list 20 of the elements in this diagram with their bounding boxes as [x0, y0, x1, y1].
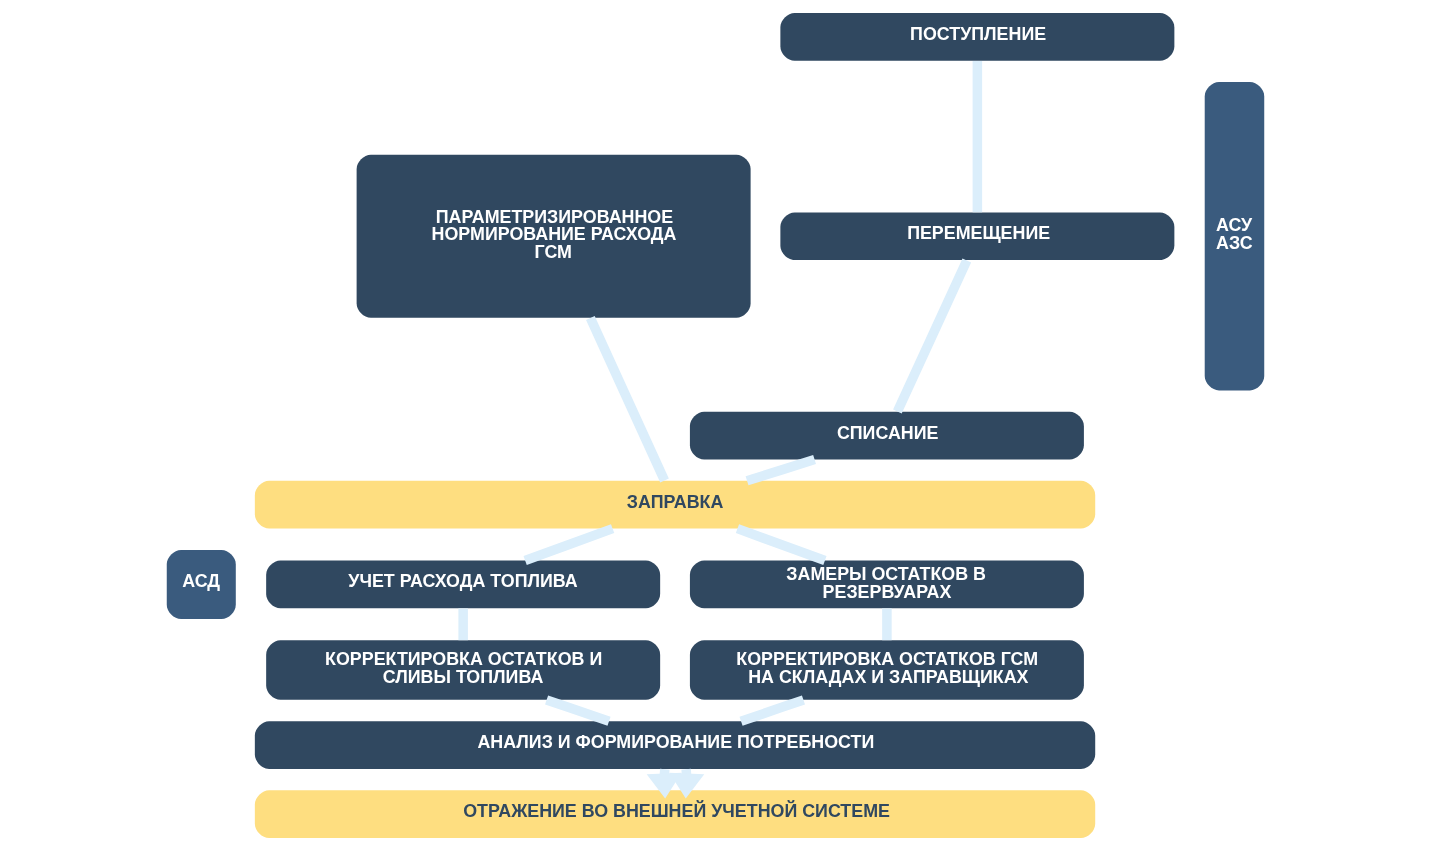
connector — [739, 695, 805, 726]
connector — [892, 258, 971, 414]
node-box: ЗАМЕРЫ ОСТАТКОВ В РЕЗЕРВУАРАХ — [689, 560, 1084, 609]
connector — [585, 316, 669, 483]
connector — [544, 695, 611, 726]
node-box: КОРРЕКТИРОВКА ОСТАТКОВ ГСМ НА СКЛАДАХ И ЗАПРАВЩИКАХ — [689, 640, 1084, 700]
node-box: СПИСАНИЕ — [689, 411, 1084, 460]
connector — [457, 608, 468, 641]
node-box: АСУ АЗС — [1204, 82, 1264, 391]
node-box: ПОСТУПЛЕНИЕ — [779, 13, 1174, 61]
node-box: ПАРАМЕТРИЗИРОВАННОЕ НОРМИРОВАНИЕ РАСХОДА ГСМ — [356, 154, 751, 318]
node-box: ЗАПРАВКА — [254, 480, 1095, 529]
node-box: ОТРАЖЕНИЕ ВО ВНЕШНЕЙ УЧЕТНОЙ СИСТЕМЕ — [254, 790, 1095, 838]
connector — [881, 608, 892, 641]
connector — [972, 61, 982, 213]
node-box: КОРРЕКТИРОВКА ОСТАТКОВ И СЛИВЫ ТОПЛИВА — [265, 640, 660, 700]
node-box: УЧЕТ РАСХОДА ТОПЛИВА — [265, 560, 660, 609]
node-box: АНАЛИЗ И ФОРМИРОВАНИЕ ПОТРЕБНОСТИ — [254, 721, 1095, 769]
node-box: ПЕРЕМЕЩЕНИЕ — [779, 212, 1174, 261]
node-box: АСД — [166, 549, 236, 619]
